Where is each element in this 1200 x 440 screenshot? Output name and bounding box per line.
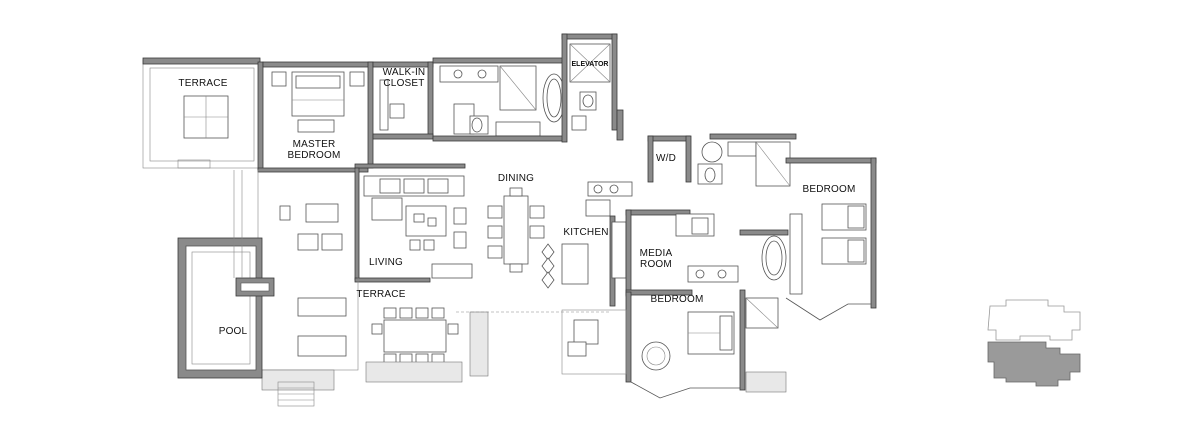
room-line: ELEVATOR: [572, 61, 609, 68]
room-line: POOL: [219, 326, 248, 337]
pool: [177, 170, 275, 379]
living-area: [354, 163, 473, 283]
room-line: BEDROOM: [287, 150, 340, 161]
room-label-terrace-top: TERRACE: [178, 78, 227, 89]
media-room-area: [625, 209, 715, 297]
key-plan: [987, 299, 1081, 387]
terrace-top-area: [142, 57, 261, 169]
room-label-living: LIVING: [369, 257, 403, 268]
master-bath-area: [372, 33, 624, 143]
key-plan-upper-unit: [987, 299, 1081, 341]
room-label-dining: DINING: [498, 173, 534, 184]
dining-table: [487, 187, 545, 273]
room-line: TERRACE: [356, 289, 405, 300]
service-area: [647, 133, 797, 187]
room-line: CLOSET: [383, 78, 424, 89]
room-label-pool: POOL: [219, 326, 248, 337]
room-line: ROOM: [640, 259, 672, 270]
room-label-wd: W/D: [656, 153, 676, 164]
room-line: DINING: [498, 173, 534, 184]
room-label-elevator: ELEVATOR: [572, 61, 609, 68]
room-line: BEDROOM: [802, 184, 855, 195]
room-line: BEDROOM: [650, 294, 703, 305]
room-line: TERRACE: [178, 78, 227, 89]
room-label-kitchen: KITCHEN: [563, 227, 608, 238]
room-line: W/D: [656, 153, 676, 164]
room-label-bedroom-east: BEDROOM: [802, 184, 855, 195]
guest-bath-area: [687, 229, 789, 329]
room-line: LIVING: [369, 257, 403, 268]
room-label-bedroom-south: BEDROOM: [650, 294, 703, 305]
bedroom-south-area: [561, 289, 787, 399]
room-label-terrace-main: TERRACE: [356, 289, 405, 300]
room-line: MEDIA: [640, 248, 673, 259]
bedroom-east-area: [785, 157, 877, 321]
room-line: KITCHEN: [563, 227, 608, 238]
kitchen-area: [541, 181, 633, 307]
key-plan-lower-unit: [987, 341, 1081, 387]
room-line: MASTER: [293, 139, 336, 150]
terrace-main-area: [257, 169, 610, 407]
room-line: WALK-IN: [383, 67, 426, 78]
master-bedroom-area: [257, 61, 374, 173]
